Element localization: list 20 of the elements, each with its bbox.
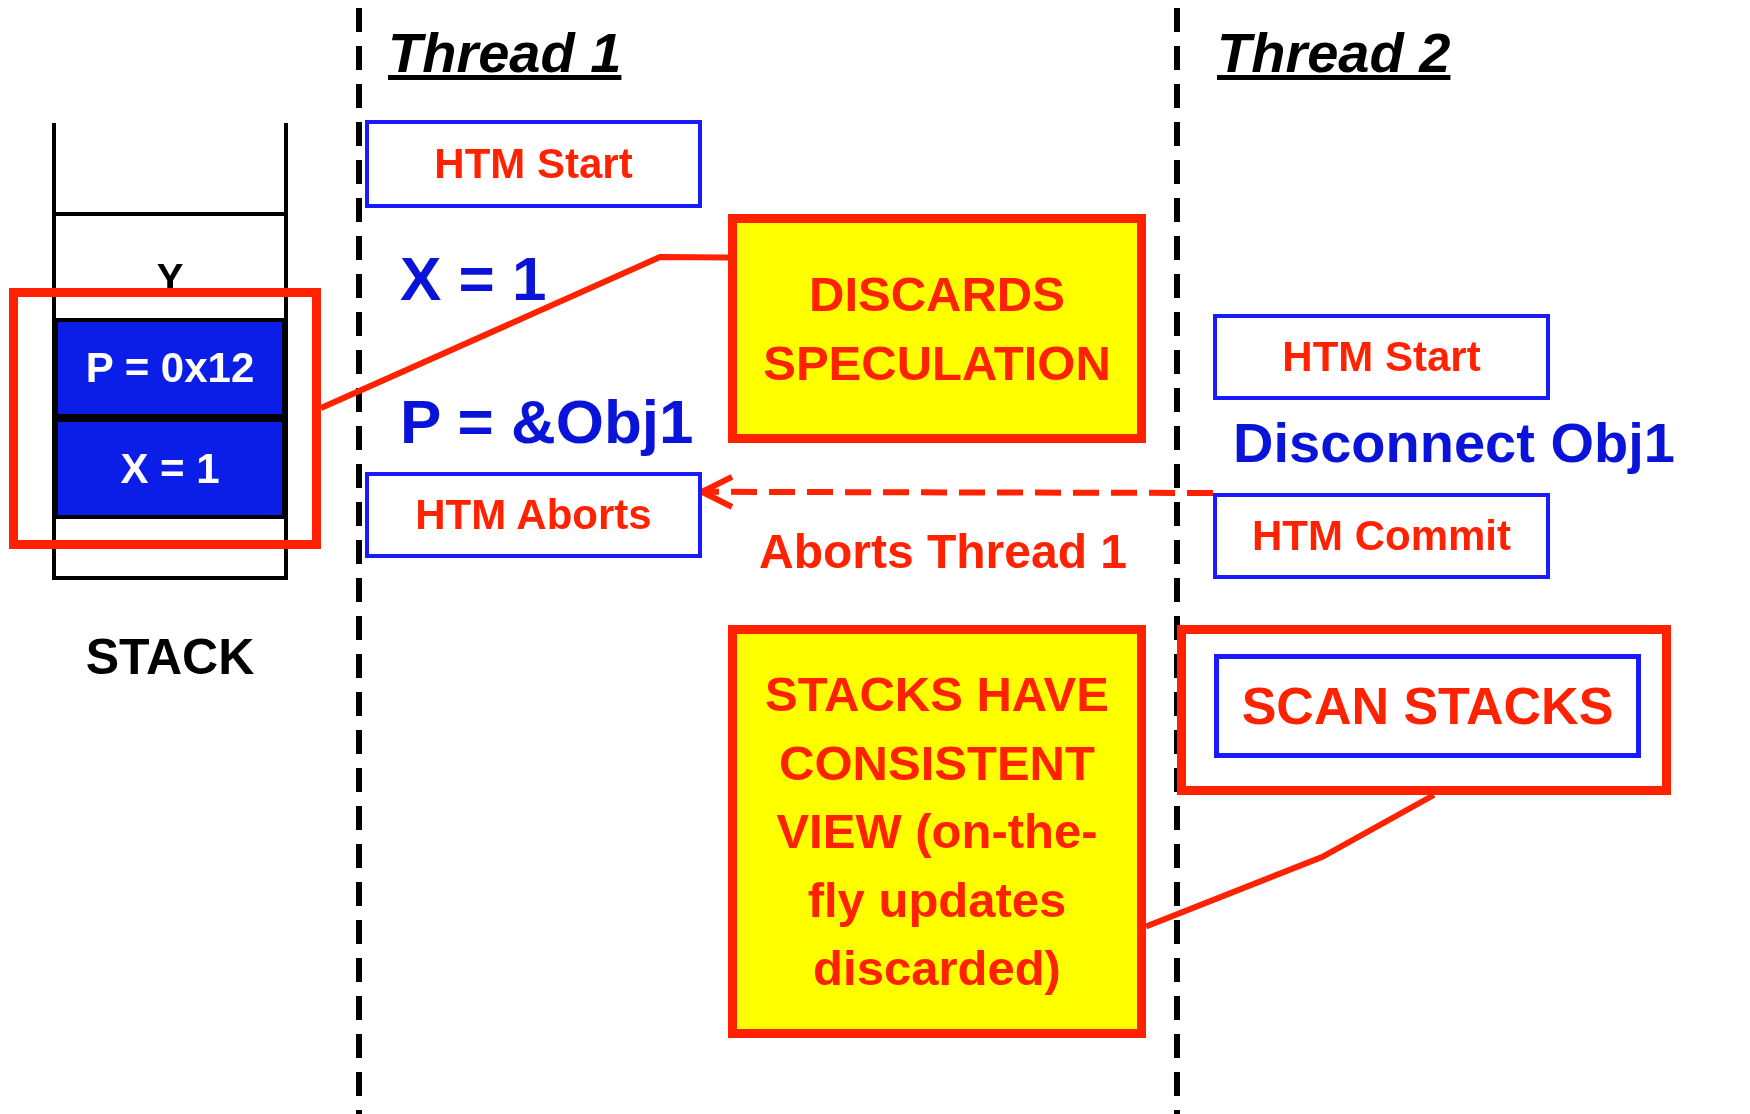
process-box: HTM Commit bbox=[1213, 493, 1550, 579]
process-box: HTM Start bbox=[365, 120, 702, 208]
highlight-box bbox=[9, 288, 321, 549]
statement-text: P = &Obj1 bbox=[400, 388, 694, 457]
lane-title: Thread 2 bbox=[1217, 22, 1451, 84]
arrow bbox=[699, 473, 1213, 510]
highlight-box bbox=[1177, 625, 1671, 795]
leader-line bbox=[319, 254, 728, 411]
process-box: HTM Start bbox=[1213, 314, 1550, 400]
stack-label: STACK bbox=[84, 628, 256, 686]
process-box: HTM Aborts bbox=[365, 472, 702, 558]
callout-box: STACKS HAVE CONSISTENT VIEW (on-the-fly updates discarded) bbox=[728, 625, 1146, 1038]
callout-box: DISCARDS SPECULATION bbox=[728, 214, 1146, 443]
leader-line bbox=[1144, 792, 1436, 930]
lane-title: Thread 1 bbox=[388, 22, 622, 84]
process-box: SCAN STACKS bbox=[1214, 654, 1641, 758]
stack-cell: X = 1 bbox=[54, 418, 286, 519]
statement-text: X = 1 bbox=[400, 245, 547, 314]
statement-text: Disconnect Obj1 bbox=[1233, 412, 1675, 474]
stack-cell: P = 0x12 bbox=[54, 318, 286, 418]
